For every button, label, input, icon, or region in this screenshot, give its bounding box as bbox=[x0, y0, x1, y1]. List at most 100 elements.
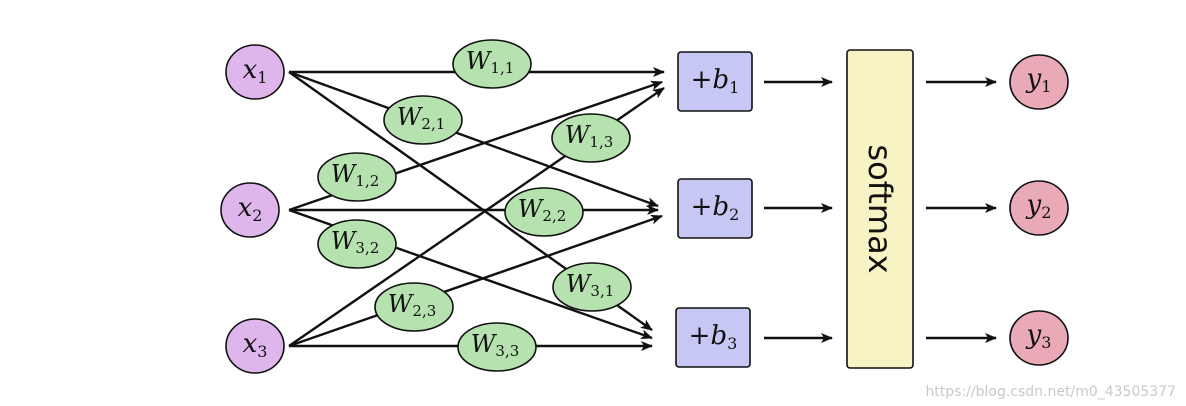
weight-node-w1-1: W1,1 bbox=[452, 39, 532, 89]
weight-label-base: W bbox=[466, 47, 493, 75]
weight-label-base: W bbox=[518, 195, 545, 223]
output-label-subscript: 1 bbox=[1041, 77, 1051, 96]
weight-label-subscript: 2,2 bbox=[542, 207, 566, 225]
weight-label: W1,1 bbox=[466, 47, 515, 77]
softmax-box bbox=[846, 49, 914, 369]
weight-node-w2-2: W2,2 bbox=[504, 187, 584, 237]
weight-label: W3,2 bbox=[331, 227, 380, 257]
bias-label-base: b bbox=[712, 65, 729, 95]
bias-label: +b1 bbox=[691, 65, 740, 97]
output-label-base: y bbox=[1026, 64, 1042, 94]
bias-nodes: +b1+b2+b3 bbox=[675, 51, 753, 368]
weight-label-subscript: 1,2 bbox=[355, 172, 379, 190]
output-label: y1 bbox=[1026, 64, 1052, 96]
weight-node-w1-3: W1,3 bbox=[551, 113, 631, 163]
input-label-base: x bbox=[243, 55, 258, 85]
output-label: y2 bbox=[1026, 190, 1052, 222]
bias-node-b1: +b1 bbox=[677, 51, 753, 112]
weight-node-w3-3: W3,3 bbox=[457, 322, 537, 372]
bias-label-base: b bbox=[710, 321, 727, 351]
weight-label: W3,3 bbox=[471, 330, 520, 360]
output-node-y2: y2 bbox=[1009, 180, 1069, 236]
bias-label-prefix: + bbox=[689, 321, 711, 351]
bias-label-subscript: 1 bbox=[729, 78, 739, 97]
bias-label-base: b bbox=[712, 192, 729, 222]
weight-label: W3,1 bbox=[566, 270, 615, 300]
weight-ellipse bbox=[317, 152, 397, 202]
weight-label: W2,2 bbox=[518, 195, 567, 225]
softmax-label: softmax bbox=[861, 144, 899, 273]
weight-label: W1,2 bbox=[331, 160, 380, 190]
bias-label-subscript: 2 bbox=[729, 205, 739, 224]
input-label-subscript: 1 bbox=[257, 68, 267, 87]
weight-ellipse bbox=[383, 95, 463, 145]
edge-x3-b2 bbox=[288, 214, 663, 348]
weight-label-base: W bbox=[331, 227, 358, 255]
input-label-base: x bbox=[243, 329, 258, 359]
weight-label-base: W bbox=[388, 290, 415, 318]
input-node-x3: x3 bbox=[225, 318, 285, 374]
input-label-base: x bbox=[238, 193, 253, 223]
output-node-y1: y1 bbox=[1009, 54, 1069, 110]
weight-label-base: W bbox=[566, 270, 593, 298]
weight-node-w2-3: W2,3 bbox=[374, 282, 454, 332]
output-circle bbox=[1009, 180, 1069, 236]
bias-box bbox=[677, 51, 753, 112]
weight-node-w3-2: W3,2 bbox=[317, 219, 397, 269]
output-label: y3 bbox=[1026, 320, 1052, 352]
output-label-base: y bbox=[1026, 190, 1042, 220]
output-node-y3: y3 bbox=[1009, 310, 1069, 366]
weight-label: W1,3 bbox=[565, 121, 614, 151]
input-label: x1 bbox=[243, 55, 268, 87]
input-node-x2: x2 bbox=[220, 182, 280, 238]
bias-box bbox=[677, 178, 753, 239]
weight-label-subscript: 1,1 bbox=[490, 59, 514, 77]
bias-label-prefix: + bbox=[691, 192, 713, 222]
input-circle bbox=[225, 44, 285, 100]
edge-x1-b2 bbox=[288, 70, 659, 208]
output-circle bbox=[1009, 54, 1069, 110]
weight-label-subscript: 3,3 bbox=[495, 342, 519, 360]
weight-ellipse bbox=[452, 39, 532, 89]
weight-ellipse bbox=[317, 219, 397, 269]
input-label-subscript: 3 bbox=[257, 342, 267, 361]
weight-node-w2-1: W2,1 bbox=[383, 95, 463, 145]
bias-label-subscript: 3 bbox=[727, 334, 737, 353]
output-label-subscript: 3 bbox=[1041, 333, 1051, 352]
input-node-x1: x1 bbox=[225, 44, 285, 100]
bias-node-b3: +b3 bbox=[675, 307, 751, 368]
weight-label-subscript: 1,3 bbox=[589, 133, 613, 151]
output-circle bbox=[1009, 310, 1069, 366]
weight-label-subscript: 3,2 bbox=[355, 239, 379, 257]
bias-label: +b2 bbox=[691, 192, 740, 224]
weight-label-base: W bbox=[331, 160, 358, 188]
input-circle bbox=[220, 182, 280, 238]
weight-ellipse bbox=[551, 113, 631, 163]
weight-nodes: W1,1W2,1W1,2W1,3W2,2W3,2W3,1W2,3W3,3 bbox=[317, 39, 632, 372]
output-label-subscript: 2 bbox=[1041, 203, 1051, 222]
weight-node-w1-2: W1,2 bbox=[317, 152, 397, 202]
output-label-base: y bbox=[1026, 320, 1042, 350]
weight-label-subscript: 3,1 bbox=[590, 282, 614, 300]
weight-ellipse bbox=[504, 187, 584, 237]
weight-ellipse bbox=[552, 262, 632, 312]
weight-ellipse bbox=[374, 282, 454, 332]
weight-label: W2,3 bbox=[388, 290, 437, 320]
weight-ellipse bbox=[457, 322, 537, 372]
weight-label: W2,1 bbox=[397, 103, 446, 133]
bias-box bbox=[675, 307, 751, 368]
weight-label-base: W bbox=[471, 330, 498, 358]
bias-label: +b3 bbox=[689, 321, 738, 353]
weight-label-subscript: 2,1 bbox=[421, 115, 445, 133]
input-circle bbox=[225, 318, 285, 374]
watermark: https://blog.csdn.net/m0_43505377 bbox=[925, 384, 1176, 400]
bias-node-b2: +b2 bbox=[677, 178, 753, 239]
input-label-subscript: 2 bbox=[252, 206, 262, 225]
weight-label-base: W bbox=[397, 103, 424, 131]
input-label: x2 bbox=[238, 193, 263, 225]
softmax-node: softmax bbox=[846, 49, 914, 369]
input-label: x3 bbox=[243, 329, 268, 361]
